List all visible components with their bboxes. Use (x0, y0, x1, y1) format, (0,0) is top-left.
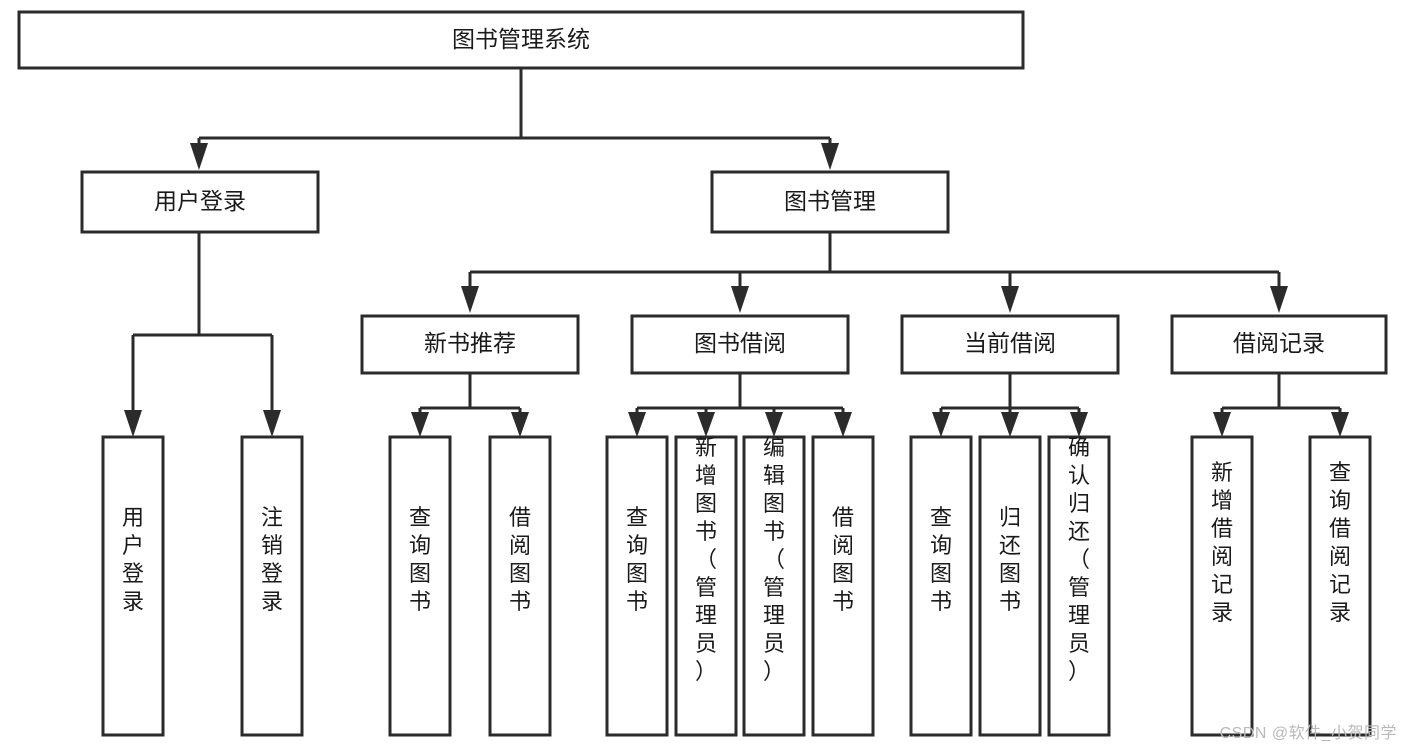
arrowhead-user-login (190, 143, 208, 170)
node-leaf-logout-label: 注销登录 (261, 505, 283, 614)
node-leaf-query-book-2-box[interactable] (605, 435, 669, 737)
node-book-borrow[interactable]: 图书借阅 (630, 314, 850, 375)
arrowhead-leaf-confirm-return (1070, 412, 1088, 437)
node-leaf-add-record[interactable]: 新增借阅记录 (1190, 435, 1254, 737)
node-book-borrow-label: 图书借阅 (694, 330, 786, 356)
node-leaf-return-book[interactable]: 归还图书 (978, 435, 1042, 737)
arrowhead-leaf-add-book (697, 412, 715, 437)
arrowhead-leaf-logout (263, 410, 281, 437)
node-leaf-user-login[interactable]: 用户登录 (101, 435, 165, 737)
node-leaf-borrow-book-2[interactable]: 借阅图书 (811, 435, 875, 737)
node-leaf-logout[interactable]: 注销登录 (240, 435, 304, 737)
node-leaf-logout-box[interactable] (240, 435, 304, 737)
node-leaf-borrow-book-1-box[interactable] (488, 435, 552, 737)
node-user-login[interactable]: 用户登录 (80, 170, 320, 234)
node-leaf-query-book-1-box[interactable] (388, 435, 452, 737)
node-leaf-add-book-box[interactable] (674, 435, 738, 737)
node-leaf-user-login-box[interactable] (101, 435, 165, 737)
arrowhead-leaf-add-record (1213, 412, 1231, 437)
node-leaf-query-book-1-label: 查询图书 (409, 505, 431, 614)
arrowhead-new-book-recommend (461, 286, 479, 313)
node-leaf-borrow-book-2-box[interactable] (811, 435, 875, 737)
node-new-book-recommend-box[interactable] (360, 314, 580, 375)
node-leaf-return-book-box[interactable] (978, 435, 1042, 737)
node-leaf-edit-book-label: 编辑图书（管理员） (763, 435, 785, 684)
node-leaf-query-book-3-box[interactable] (909, 435, 973, 737)
node-leaf-query-record[interactable]: 查询借阅记录 (1308, 435, 1372, 737)
node-current-borrow-label: 当前借阅 (964, 330, 1056, 356)
arrowhead-leaf-edit-book (765, 412, 783, 437)
node-leaf-return-book-label: 归还图书 (999, 505, 1021, 614)
node-leaf-confirm-return-label: 确认归还（管理员） (1068, 435, 1090, 684)
node-book-management-label: 图书管理 (784, 188, 876, 214)
arrowhead-leaf-query-book-3 (932, 412, 950, 437)
node-leaf-edit-book[interactable]: 编辑图书（管理员） (742, 435, 806, 737)
arrowhead-book-borrow (731, 286, 749, 313)
node-book-borrow-box[interactable] (630, 314, 850, 375)
node-leaf-query-book-3-label: 查询图书 (930, 505, 952, 614)
node-leaf-add-record-label: 新增借阅记录 (1211, 460, 1233, 625)
node-leaf-borrow-book-2-label: 借阅图书 (832, 505, 854, 614)
csdn-watermark: CSDN @软件_小贺同学 (1219, 725, 1397, 742)
node-leaf-query-book-3[interactable]: 查询图书 (909, 435, 973, 737)
node-book-management-box[interactable] (710, 170, 950, 234)
node-borrow-record[interactable]: 借阅记录 (1170, 314, 1388, 375)
node-root-box[interactable] (17, 10, 1025, 70)
arrowhead-current-borrow (1001, 286, 1019, 313)
node-leaf-confirm-return-box[interactable] (1047, 435, 1111, 737)
node-new-book-recommend-label: 新书推荐 (424, 330, 516, 356)
arrowhead-leaf-query-book-1 (411, 412, 429, 437)
arrowhead-borrow-record (1270, 286, 1288, 313)
node-leaf-confirm-return[interactable]: 确认归还（管理员） (1047, 435, 1111, 737)
arrowhead-book-management (821, 143, 839, 170)
node-current-borrow-box[interactable] (900, 314, 1120, 375)
node-user-login-label: 用户登录 (154, 188, 246, 214)
node-leaf-query-record-label: 查询借阅记录 (1329, 460, 1351, 625)
node-borrow-record-label: 借阅记录 (1233, 330, 1325, 356)
node-root[interactable]: 图书管理系统 (17, 10, 1025, 70)
node-leaf-user-login-label: 用户登录 (122, 505, 144, 614)
node-leaf-query-book-2-label: 查询图书 (626, 505, 648, 614)
arrowhead-leaf-return-book (1001, 412, 1019, 437)
arrowhead-leaf-query-record (1331, 412, 1349, 437)
node-leaf-edit-book-box[interactable] (742, 435, 806, 737)
arrowhead-leaf-borrow-book-2 (834, 412, 852, 437)
node-book-management[interactable]: 图书管理 (710, 170, 950, 234)
node-borrow-record-box[interactable] (1170, 314, 1388, 375)
node-leaf-add-book[interactable]: 新增图书（管理员） (674, 435, 738, 737)
node-root-label: 图书管理系统 (452, 26, 590, 52)
arrowhead-leaf-borrow-book-1 (511, 412, 529, 437)
node-leaf-add-book-label: 新增图书（管理员） (695, 435, 717, 684)
connector-group (124, 68, 1349, 437)
node-leaf-add-record-box[interactable] (1190, 435, 1254, 737)
arrowhead-leaf-query-book-2 (628, 412, 646, 437)
node-leaf-query-record-box[interactable] (1308, 435, 1372, 737)
node-leaf-query-book-2[interactable]: 查询图书 (605, 435, 669, 737)
node-leaf-borrow-book-1[interactable]: 借阅图书 (488, 435, 552, 737)
node-leaf-borrow-book-1-label: 借阅图书 (509, 505, 531, 614)
node-leaf-query-book-1[interactable]: 查询图书 (388, 435, 452, 737)
arrowhead-leaf-user-login (124, 410, 142, 437)
node-current-borrow[interactable]: 当前借阅 (900, 314, 1120, 375)
node-new-book-recommend[interactable]: 新书推荐 (360, 314, 580, 375)
node-user-login-box[interactable] (80, 170, 320, 234)
